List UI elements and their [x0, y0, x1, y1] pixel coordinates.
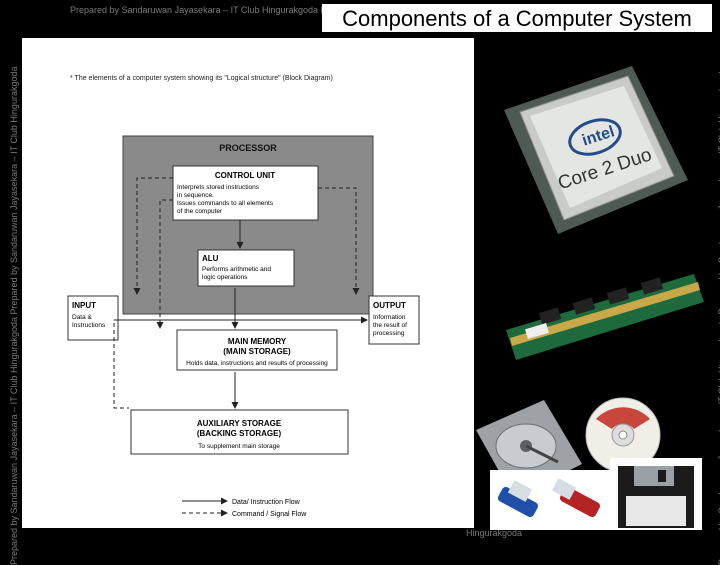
aux-storage-subtitle: (BACKING STORAGE) [197, 429, 282, 438]
top-credit: Prepared by Sandaruwan Jayasekara – IT C… [70, 5, 569, 15]
output-line: Information [373, 314, 406, 321]
legend-data-label: Data/ Instruction Flow [232, 499, 301, 506]
diagram-caption: * The elements of a computer system show… [70, 75, 333, 82]
control-unit-line: Interprets stored instructions [177, 184, 260, 191]
control-unit-line: in sequence. [177, 192, 214, 199]
left-credit: Prepared by Sandaruwan Jayasekara – IT C… [9, 66, 19, 565]
cu-input-signal [133, 177, 173, 295]
output-line: processing [373, 330, 405, 337]
input-line: Instructions [72, 322, 106, 329]
control-unit-block [172, 165, 319, 221]
cu-memory-signal [156, 199, 173, 329]
bottom-credit: Hingurakgoda [466, 528, 523, 538]
cd-photo [584, 395, 662, 475]
usb-drives-photo [490, 470, 610, 530]
legend-command-label: Command / Signal Flow [232, 511, 307, 518]
alu-title: ALU [202, 254, 219, 263]
processor-label: PROCESSOR [219, 143, 277, 153]
main-memory-desc: Holds data, instructions and results of … [186, 360, 328, 367]
control-unit-title: CONTROL UNIT [215, 171, 275, 180]
control-unit-line: of the computer [177, 208, 223, 215]
slide-title: Components of a Computer System [322, 4, 712, 32]
main-memory-title: MAIN MEMORY [228, 337, 287, 346]
output-line: the result of [373, 322, 407, 329]
cu-output-signal [318, 187, 360, 295]
control-unit-line: Issues commands to all elements [177, 200, 274, 207]
block-diagram: * The elements of a computer system show… [67, 75, 420, 518]
cu-aux-signal [113, 319, 129, 409]
main-memory-subtitle: (MAIN STORAGE) [223, 347, 291, 356]
output-block [368, 295, 420, 345]
main-memory-block [176, 329, 338, 371]
diagram-panel: * The elements of a computer system show… [22, 38, 474, 528]
ram-photo [500, 268, 708, 366]
input-title: INPUT [72, 301, 96, 310]
aux-storage-desc: To supplement main storage [198, 443, 280, 450]
cpu-photo: intel Core 2 Duo [492, 60, 692, 242]
alu-line: logic operations [202, 274, 248, 281]
aux-storage-block [130, 409, 349, 455]
output-title: OUTPUT [373, 301, 406, 310]
aux-storage-title: AUXILIARY STORAGE [197, 419, 282, 428]
input-line: Data & [72, 314, 93, 321]
floppy-disk-photo [610, 458, 702, 530]
alu-line: Performs arithmetic and [202, 266, 271, 273]
alu-block [197, 249, 295, 287]
input-block [67, 295, 119, 341]
